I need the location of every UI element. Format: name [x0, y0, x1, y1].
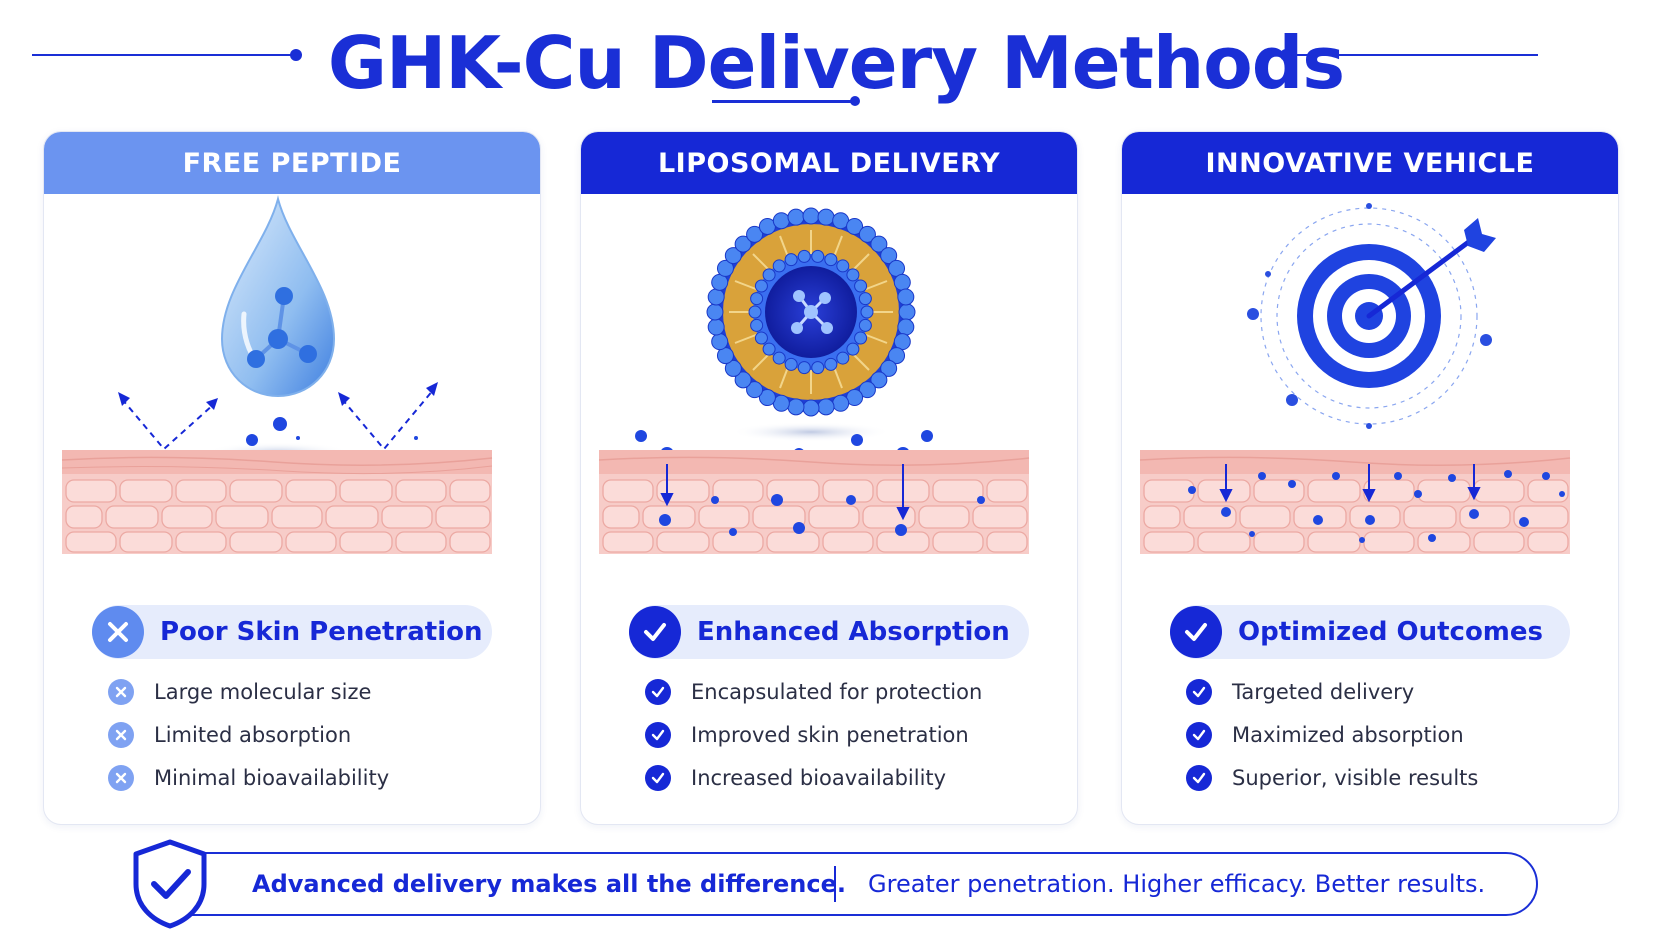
list-item: Targeted delivery — [1186, 670, 1478, 713]
bullet-list: Encapsulated for protection Improved ski… — [645, 670, 982, 799]
bullet-text: Superior, visible results — [1232, 765, 1479, 790]
list-item: Improved skin penetration — [645, 713, 982, 756]
check-circle-icon — [1186, 764, 1212, 791]
panel-liposomal-delivery: LIPOSOMAL DELIVERY — [580, 131, 1078, 825]
check-circle-icon — [1186, 721, 1212, 748]
bullet-text: Improved skin penetration — [691, 722, 969, 747]
banner-main-text: Advanced delivery makes all the differen… — [252, 870, 846, 898]
water-drop-molecule-icon — [220, 195, 336, 398]
check-circle-icon — [645, 678, 671, 705]
result-label: Poor Skin Penetration — [160, 617, 483, 647]
panel-header: INNOVATIVE VEHICLE — [1122, 132, 1618, 194]
result-label: Enhanced Absorption — [697, 617, 1010, 647]
panel-free-peptide: FREE PEPTIDE — [43, 131, 541, 825]
result-pill: Poor Skin Penetration — [92, 605, 492, 659]
summary-banner — [136, 852, 1538, 916]
bullet-text: Limited absorption — [154, 722, 352, 747]
check-circle-icon — [1186, 678, 1212, 705]
skin-layer — [61, 450, 493, 554]
list-item: Increased bioavailability — [645, 756, 982, 799]
bullet-text: Encapsulated for protection — [691, 679, 983, 704]
title-left-line — [32, 54, 294, 56]
list-item: Encapsulated for protection — [645, 670, 982, 713]
shield-check-icon — [133, 839, 207, 929]
result-label: Optimized Outcomes — [1238, 617, 1544, 647]
liposome-icon — [598, 207, 1030, 554]
bullet-text: Increased bioavailability — [691, 765, 947, 790]
panel-innovative-vehicle: INNOVATIVE VEHICLE — [1121, 131, 1619, 825]
title-underline-dot — [850, 96, 860, 106]
target-arrow-icon — [1139, 203, 1571, 554]
list-item: Large molecular size — [108, 670, 389, 713]
bullet-list: Targeted delivery Maximized absorption S… — [1186, 670, 1478, 799]
check-circle-icon — [1170, 606, 1222, 658]
list-item: Limited absorption — [108, 713, 389, 756]
list-item: Superior, visible results — [1186, 756, 1478, 799]
bullet-text: Targeted delivery — [1232, 679, 1415, 704]
target-illustration — [1122, 194, 1618, 724]
list-item: Minimal bioavailability — [108, 756, 389, 799]
x-circle-icon — [108, 678, 134, 705]
x-circle-icon — [108, 721, 134, 748]
bullet-text: Minimal bioavailability — [154, 765, 390, 790]
check-circle-icon — [629, 606, 681, 658]
title-right-line — [1292, 54, 1538, 56]
title-right-dot — [1280, 49, 1292, 61]
title-underline — [712, 100, 852, 103]
panel-header: FREE PEPTIDE — [44, 132, 540, 194]
list-item: Maximized absorption — [1186, 713, 1478, 756]
liposome-illustration — [581, 194, 1077, 724]
result-pill: Optimized Outcomes — [1170, 605, 1570, 659]
free-peptide-illustration — [44, 194, 540, 724]
panel-header: LIPOSOMAL DELIVERY — [581, 132, 1077, 194]
title-left-dot — [290, 49, 302, 61]
bullet-list: Large molecular size Limited absorption … — [108, 670, 389, 799]
result-pill: Enhanced Absorption — [629, 605, 1029, 659]
check-circle-icon — [645, 764, 671, 791]
bullet-text: Maximized absorption — [1232, 722, 1464, 747]
page-title: GHK-Cu Delivery Methods — [327, 21, 1345, 105]
x-circle-icon — [92, 606, 144, 658]
check-circle-icon — [645, 721, 671, 748]
bullet-text: Large molecular size — [154, 679, 372, 704]
title-area: GHK-Cu Delivery Methods — [0, 18, 1672, 118]
x-circle-icon — [108, 764, 134, 791]
banner-sub-text: Greater penetration. Higher efficacy. Be… — [868, 870, 1486, 898]
banner-divider — [834, 866, 836, 902]
